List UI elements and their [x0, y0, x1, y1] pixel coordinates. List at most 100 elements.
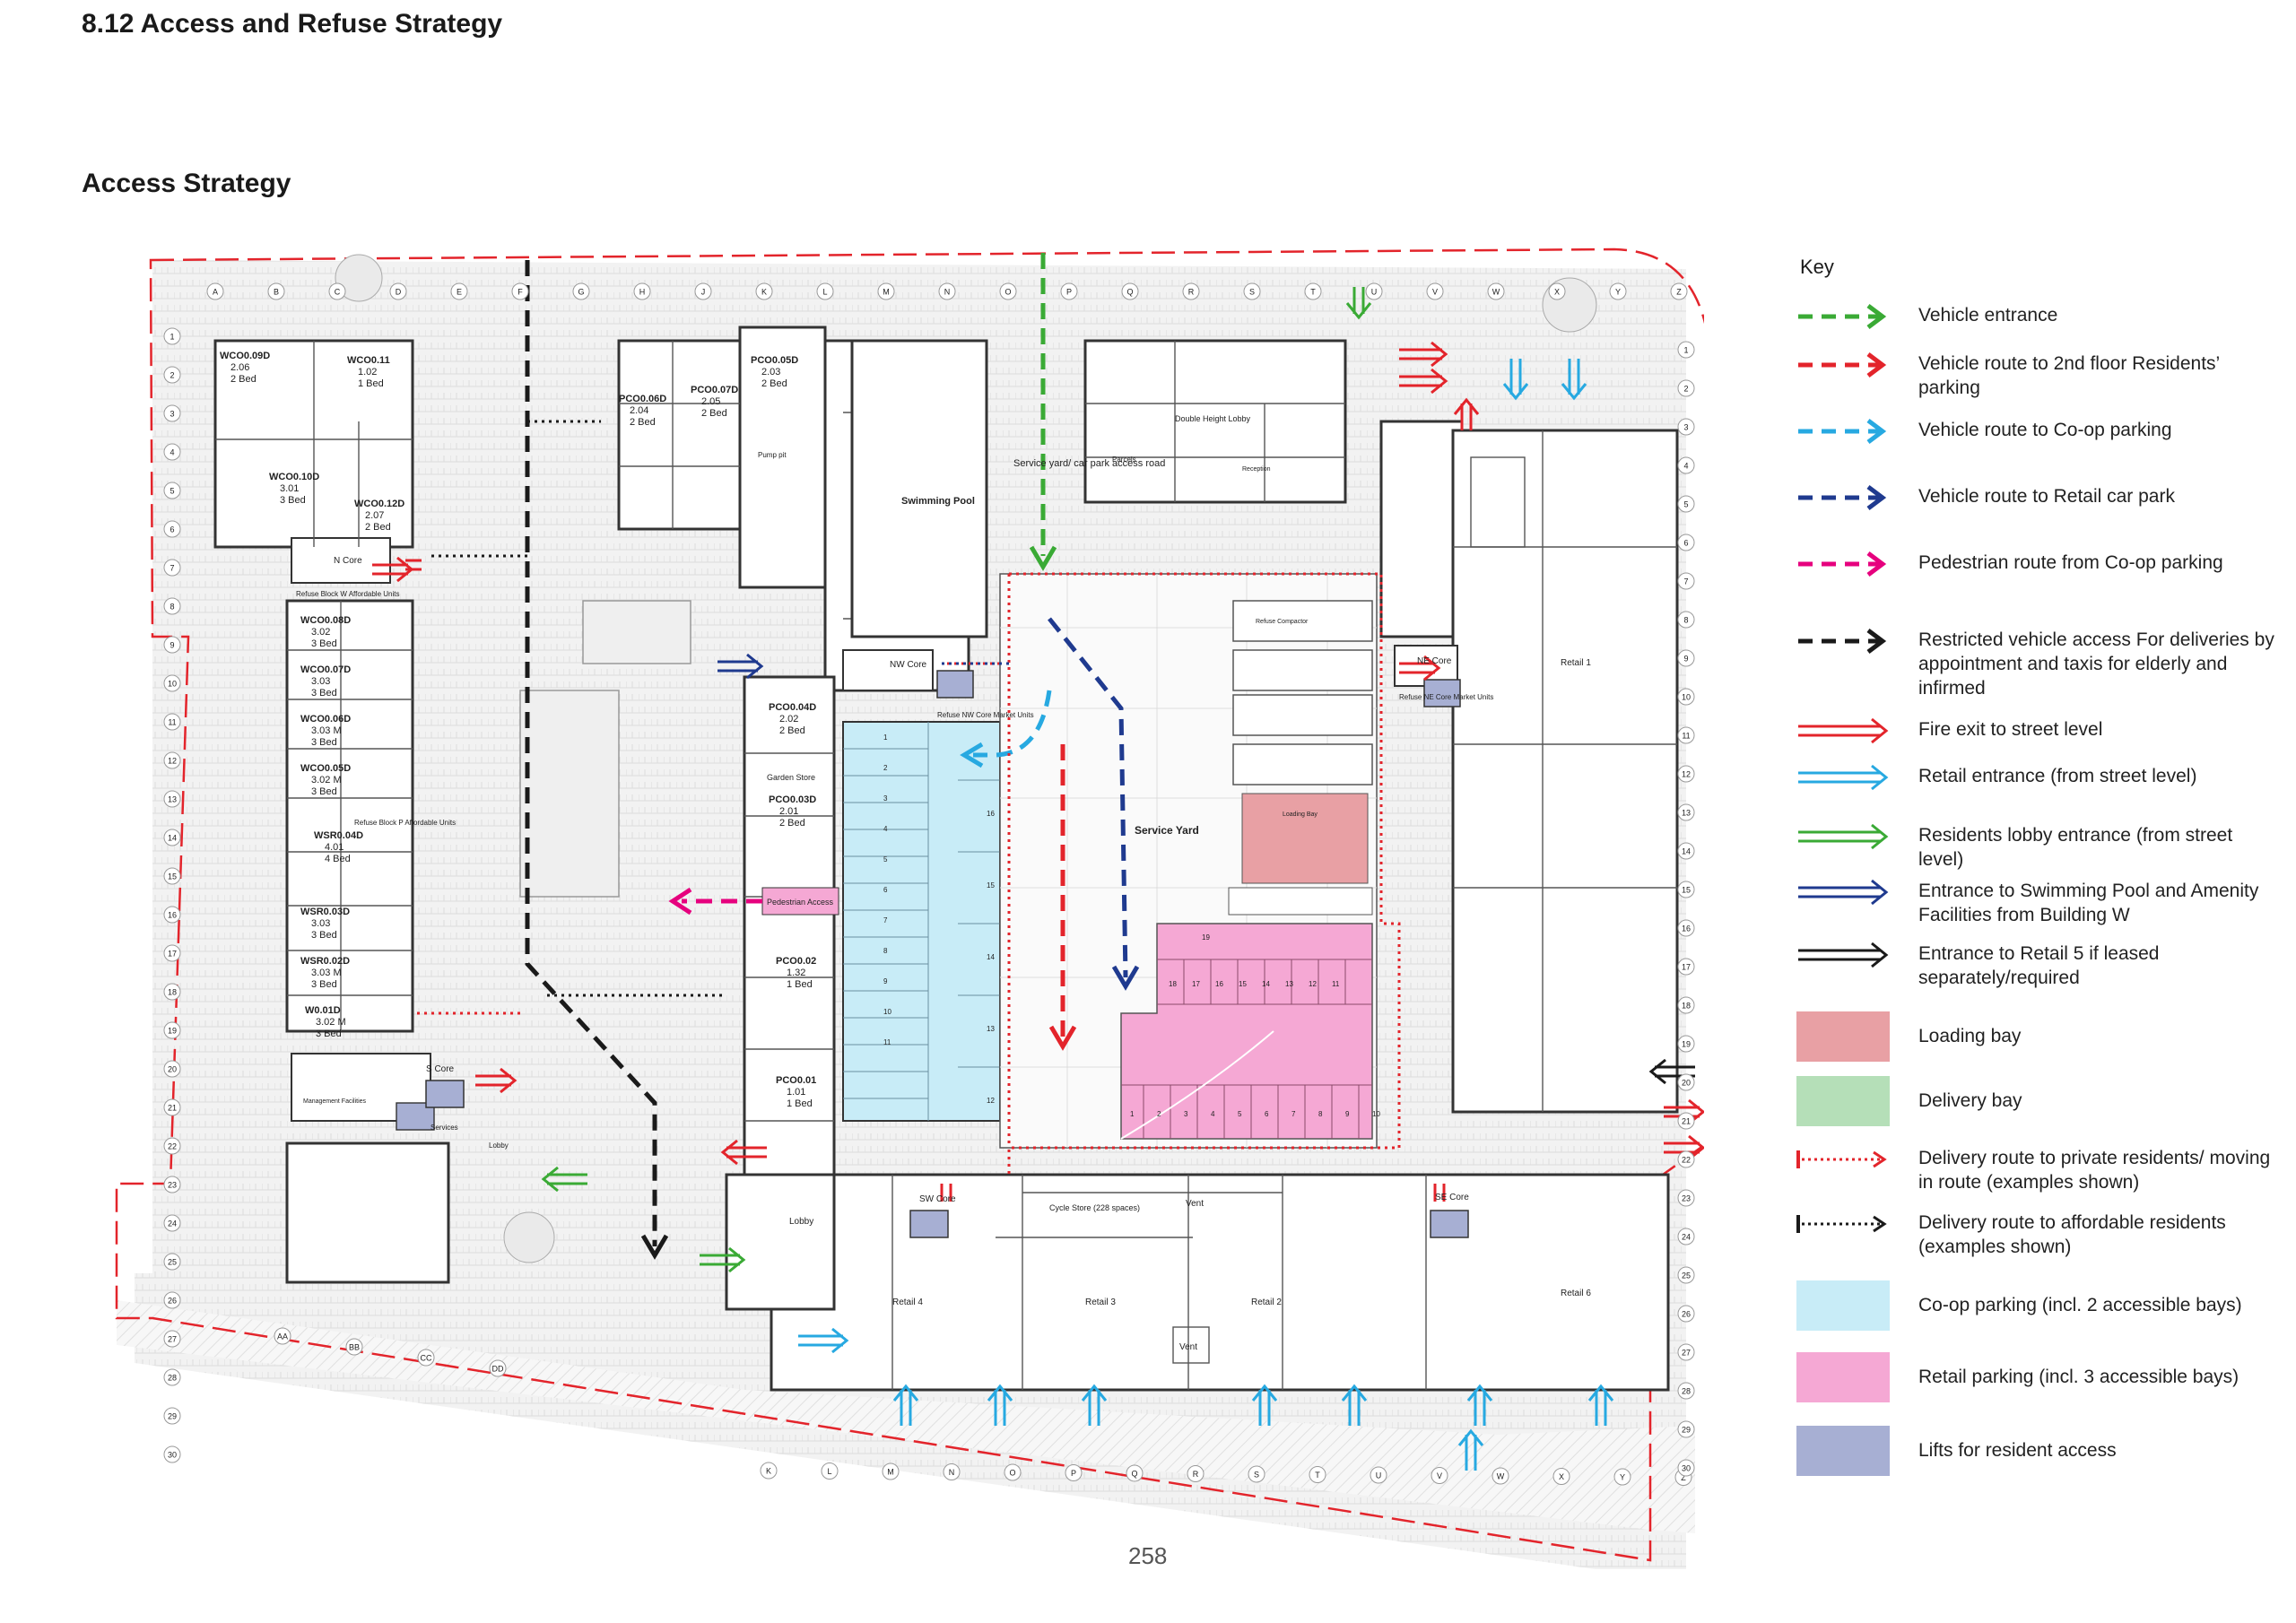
pedestrian-access-label: Pedestrian Access [767, 898, 834, 907]
se-core-label: SE Core [1435, 1193, 1469, 1202]
grid-number-label: 20 [1682, 1079, 1691, 1088]
building-east-partitions [1085, 341, 1677, 1112]
grid-number [1677, 572, 1695, 590]
unit-beds: 2 Bed [230, 374, 257, 385]
grid-number-label: 30 [1682, 1464, 1691, 1473]
unit-code: WCO0.09D [220, 351, 270, 361]
grid-letter [389, 282, 407, 300]
s-core-lifts [425, 1080, 465, 1108]
grid-number [1677, 418, 1695, 436]
grid-letter-label: O [1004, 288, 1011, 297]
grid-letter [1187, 1465, 1205, 1482]
retail-4-label: Retail 4 [892, 1298, 923, 1307]
retail-bay-lines [1120, 959, 1372, 1140]
service-road-label: Service yard/ car park access road [1013, 458, 1165, 469]
grid-number [1677, 649, 1695, 667]
refuse-compactor-label: Refuse Compactor [1256, 619, 1309, 625]
grid-number-label: 25 [168, 1258, 177, 1267]
grid-letter [1552, 1468, 1570, 1485]
grid-letter [1060, 282, 1078, 300]
grid-number [1677, 341, 1695, 359]
key-label: Retail entrance (from street level) [1918, 766, 2197, 786]
nw-core-lifts [936, 670, 974, 699]
grid-letter-label: F [517, 288, 523, 297]
grid-number-label: 30 [168, 1451, 177, 1460]
management-label: Management Facilities [303, 1098, 367, 1105]
retail-bay-number: 13 [1285, 980, 1293, 988]
grid-letter [572, 282, 590, 300]
unit-code: PCO0.02 [776, 956, 816, 967]
retail-bay-number: 14 [1262, 980, 1270, 988]
grid-number [163, 520, 181, 538]
grid-number-label: 28 [1682, 1387, 1691, 1396]
grid-number-label: 3 [1683, 423, 1688, 432]
grid-letter-label: C [335, 288, 341, 297]
key-label: Retail parking (incl. 3 accessible bays) [1918, 1367, 2239, 1387]
unit-code: WSR0.02D [300, 956, 350, 967]
service-yard-grid [1000, 574, 1377, 1148]
key-symbol-double-arrow [1798, 823, 1889, 850]
grid-number-label: 27 [1682, 1349, 1691, 1358]
unit-beds: 4 Bed [325, 854, 351, 864]
grid-letter [821, 1462, 839, 1480]
grid-number-label: 12 [1682, 770, 1691, 779]
unit-number: 3.03 M [311, 968, 342, 978]
grid-number [163, 983, 181, 1001]
grid-letter-label: S [1254, 1471, 1259, 1480]
grid-letter [877, 282, 895, 300]
unit-beds: 2 Bed [365, 522, 391, 533]
vehicle-route-coop [973, 690, 1052, 758]
grid-number-label: 10 [1682, 693, 1691, 702]
grid-number [1677, 379, 1695, 397]
grid-number-label: 14 [168, 834, 177, 843]
grid-number [1677, 1382, 1695, 1400]
grid-number [1677, 611, 1695, 629]
key-item-delivery-bay: Delivery bay [1796, 1076, 2281, 1130]
unit-code: WCO0.07D [300, 664, 351, 675]
nw-core-label: NW Core [890, 660, 927, 670]
unit-code: PCO0.01 [776, 1075, 816, 1086]
grid-letter [511, 282, 529, 300]
retail-1-label: Retail 1 [1561, 658, 1591, 668]
grid-letter-label: O [1009, 1469, 1015, 1478]
key-item-retail-parking: Retail parking (incl. 3 accessible bays) [1796, 1352, 2281, 1406]
unit-number: 3.02 M [311, 775, 342, 785]
grid-letter-label: K [766, 1467, 771, 1476]
se-core-lifts [1430, 1210, 1469, 1238]
key-symbol-fill [1796, 1076, 1890, 1126]
unit-number: 2.07 [365, 510, 384, 521]
unit-beds: 2 Bed [761, 378, 787, 389]
unit-number: 1.02 [358, 367, 377, 378]
grid-number-label: 8 [1683, 616, 1688, 625]
grid-number [163, 1407, 181, 1425]
unit-code: W0.01D [305, 1005, 341, 1016]
key-item-delivery-private: Delivery route to private residents/ mov… [1796, 1146, 2281, 1200]
grid-number [1677, 1073, 1695, 1091]
key-label: Entrance to Swimming Pool and Amenity Fa… [1918, 881, 2259, 925]
key-symbol-dashed-arrow [1798, 551, 1887, 577]
swimming-pool-building [850, 339, 988, 638]
coop-bay-number: 12 [987, 1097, 995, 1105]
unit-number: 3.02 [311, 627, 330, 638]
grid-letter [1609, 282, 1627, 300]
key-label: Restricted vehicle access For deliveries… [1918, 629, 2274, 699]
grid-letter [345, 1338, 363, 1356]
coop-bay-number: 15 [987, 881, 995, 890]
unit-beds: 3 Bed [311, 786, 337, 797]
grid-letter [1670, 282, 1688, 300]
retail-entrance-arrows [798, 359, 1614, 1471]
retail-bay-number: 8 [1318, 1110, 1323, 1118]
grid-number-label: 26 [1682, 1310, 1691, 1319]
key-item-retail5-entrance: Entrance to Retail 5 if leased separatel… [1796, 942, 2281, 995]
unit-number: 2.06 [230, 362, 249, 373]
retail-bay-number: 10 [1372, 1110, 1380, 1118]
key-symbol-dashed-arrow [1798, 352, 1887, 378]
grid-number-label: 17 [168, 950, 177, 959]
grid-letter-label: K [761, 288, 767, 297]
grid-letter [206, 282, 224, 300]
coop-bay-number: 1 [883, 733, 888, 742]
residents-lobby-arrows [541, 287, 1372, 1273]
grid-number [1677, 881, 1695, 898]
